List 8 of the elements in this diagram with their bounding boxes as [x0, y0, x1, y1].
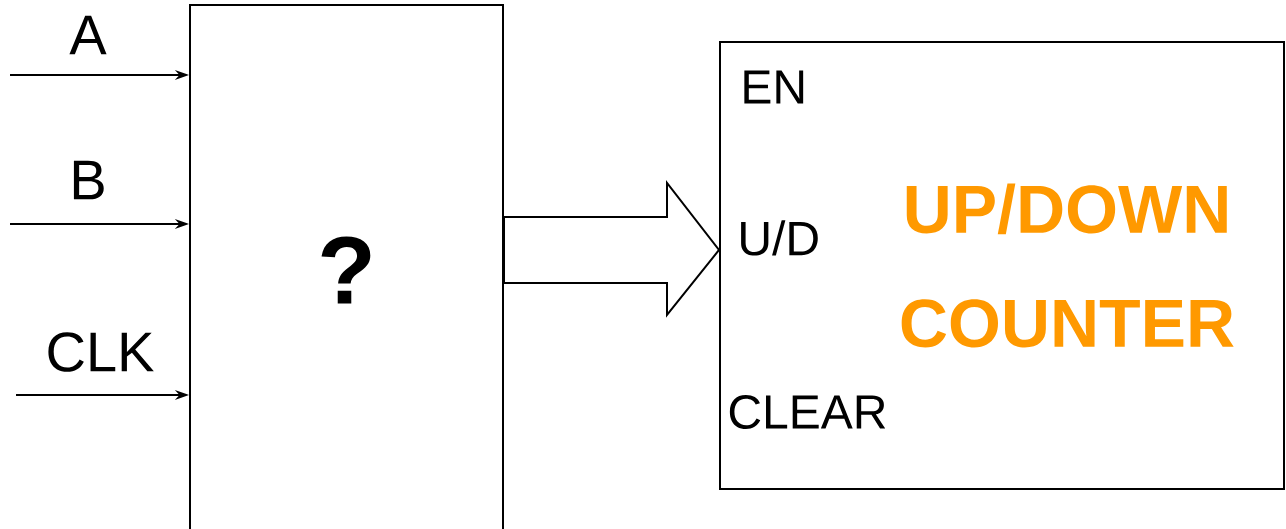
pin-label: U/D [741, 220, 818, 256]
block-arrow [503, 180, 721, 318]
pin-label: EN [744, 70, 804, 104]
input-label: CLK [48, 332, 154, 372]
input-label: B [73, 160, 104, 200]
input-label: A [69, 15, 107, 55]
pin-label: CLEAR [729, 395, 886, 429]
block-box: ? [189, 4, 504, 529]
